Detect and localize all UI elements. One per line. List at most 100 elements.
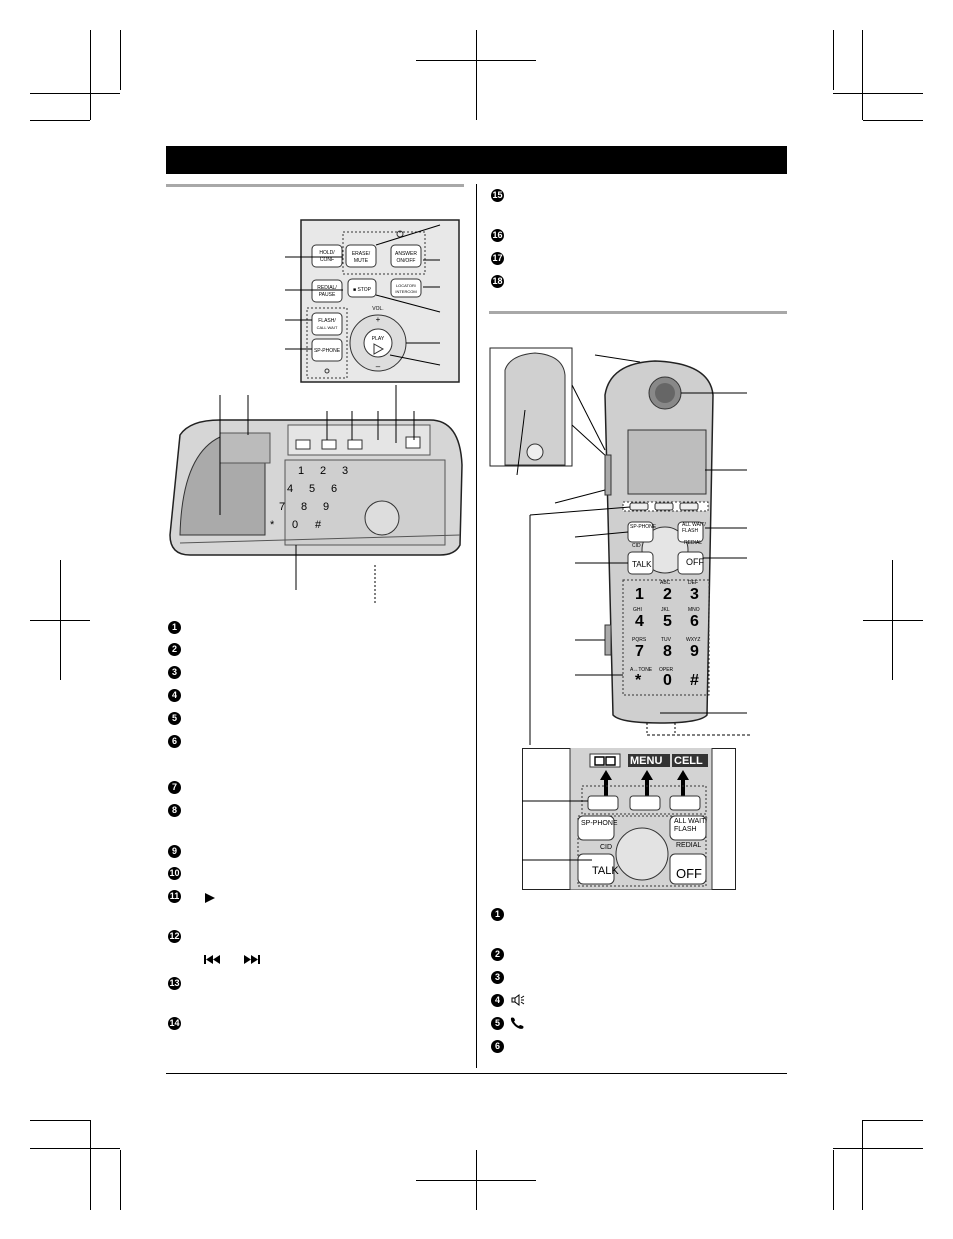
handset-key-letters: PQRS bbox=[632, 637, 647, 643]
sp-phone-label: SP-PHONE bbox=[314, 348, 341, 354]
column-divider bbox=[476, 184, 477, 1068]
crop-mark bbox=[862, 30, 863, 120]
list-item-number: 3 bbox=[168, 666, 181, 679]
closeup-cell-label: CELL bbox=[674, 755, 703, 767]
flash-label: FLASH/ bbox=[318, 318, 336, 324]
closeup-illustration bbox=[522, 748, 736, 890]
svg-text:PAUSE: PAUSE bbox=[319, 292, 336, 298]
talk-handset-icon bbox=[510, 1017, 524, 1029]
base-key: 4 bbox=[287, 483, 294, 495]
svg-text:INTERCOM: INTERCOM bbox=[395, 289, 416, 294]
handset-key: 9 bbox=[690, 643, 699, 660]
handset-cid-label: CID bbox=[632, 543, 641, 549]
crop-mark bbox=[833, 30, 834, 90]
handset-key: 4 bbox=[635, 613, 644, 630]
redial-pause-label: REDIAL/ bbox=[317, 285, 337, 291]
list-item-number: 9 bbox=[168, 845, 181, 858]
handset-key-letters: GHI bbox=[633, 607, 642, 613]
list-item-number: 8 bbox=[168, 804, 181, 817]
crop-mark bbox=[30, 1120, 90, 1121]
list-item-number: 13 bbox=[168, 977, 181, 990]
footer-rule bbox=[166, 1073, 787, 1074]
svg-text:VOL.: VOL. bbox=[372, 306, 383, 312]
handset-key-letters: DEF bbox=[688, 580, 698, 586]
handset-key: 0 bbox=[663, 672, 672, 689]
crop-mark bbox=[120, 30, 121, 90]
list-item-number: 5 bbox=[168, 712, 181, 725]
base-key: 9 bbox=[323, 501, 330, 513]
list-item-number: 6 bbox=[168, 735, 181, 748]
list-item-number: 6 bbox=[491, 1040, 504, 1053]
handset-key: 8 bbox=[663, 643, 672, 660]
crop-mark bbox=[833, 93, 923, 94]
handset-key: # bbox=[690, 672, 699, 689]
list-item-number: 3 bbox=[491, 971, 504, 984]
base-key: 2 bbox=[320, 465, 327, 477]
closeup-menu-label: MENU bbox=[630, 755, 663, 767]
hold-conf-label: HOLD/ bbox=[319, 250, 335, 256]
base-key: 7 bbox=[279, 501, 286, 513]
crop-mark bbox=[60, 560, 61, 680]
handset-illustration bbox=[489, 347, 750, 745]
crop-mark bbox=[863, 120, 923, 121]
handset-key: 3 bbox=[690, 586, 699, 603]
handset-key: 5 bbox=[663, 613, 672, 630]
handset-key-letters: MNO bbox=[688, 607, 700, 613]
base-key: 5 bbox=[309, 483, 316, 495]
list-item-number: 16 bbox=[491, 229, 504, 242]
crop-mark bbox=[833, 1148, 923, 1149]
crop-mark bbox=[30, 93, 120, 94]
svg-text:–: – bbox=[376, 362, 381, 371]
handset-all-wait-label: ALL WAIT/ FLASH bbox=[682, 522, 706, 534]
crop-mark bbox=[862, 1120, 863, 1210]
svg-text:+: + bbox=[376, 315, 381, 324]
skip-forward-icon bbox=[244, 955, 260, 964]
handset-sp-phone-label: SP-PHONE bbox=[630, 524, 657, 530]
svg-text:ON/OFF: ON/OFF bbox=[397, 258, 416, 264]
handset-off-label: OFF bbox=[686, 557, 704, 567]
base-section-rule bbox=[166, 184, 464, 187]
handset-key-letters: A↔TONE bbox=[630, 667, 653, 673]
list-item-number: 4 bbox=[491, 994, 504, 1007]
handset-talk-label: TALK bbox=[632, 560, 652, 569]
crop-mark bbox=[30, 1148, 120, 1149]
list-item-number: 15 bbox=[491, 189, 504, 202]
crop-mark bbox=[90, 1120, 91, 1210]
base-key: 8 bbox=[301, 501, 308, 513]
svg-text:CALL WAIT: CALL WAIT bbox=[317, 325, 338, 330]
base-key: # bbox=[315, 519, 322, 531]
speaker-icon bbox=[511, 994, 525, 1006]
svg-text:CONF: CONF bbox=[320, 257, 334, 263]
skip-back-icon bbox=[204, 955, 220, 964]
crop-mark bbox=[120, 1150, 121, 1210]
closeup-cid-label: CID bbox=[600, 844, 613, 851]
play-triangle-icon bbox=[205, 893, 215, 903]
svg-text:■ STOP: ■ STOP bbox=[353, 287, 372, 293]
closeup-sp-phone-label: SP-PHONE bbox=[581, 820, 618, 827]
list-item-number: 4 bbox=[168, 689, 181, 702]
handset-key: 2 bbox=[663, 586, 672, 603]
handset-key: 1 bbox=[635, 586, 644, 603]
list-item-number: 17 bbox=[491, 252, 504, 265]
book-icon bbox=[594, 756, 616, 766]
handset-key-letters: ABC bbox=[660, 580, 671, 586]
list-item-number: 14 bbox=[168, 1017, 181, 1030]
crop-mark bbox=[863, 1120, 923, 1121]
list-item-number: 11 bbox=[168, 890, 181, 903]
crop-mark bbox=[863, 620, 923, 621]
handset-key: 7 bbox=[635, 643, 644, 660]
base-key: 6 bbox=[331, 483, 338, 495]
crop-mark bbox=[892, 560, 893, 680]
list-item-number: 10 bbox=[168, 867, 181, 880]
handset-key-letters: WXYZ bbox=[686, 637, 701, 643]
list-item-number: 1 bbox=[168, 621, 181, 634]
list-item-number: 2 bbox=[491, 948, 504, 961]
closeup-redial-label: REDIAL bbox=[676, 842, 702, 849]
handset-key-letters: JKL bbox=[661, 607, 670, 613]
base-key: 3 bbox=[342, 465, 349, 477]
list-item-number: 5 bbox=[491, 1017, 504, 1030]
crop-mark bbox=[833, 1150, 834, 1210]
svg-text:MUTE: MUTE bbox=[354, 258, 369, 264]
list-item-number: 2 bbox=[168, 643, 181, 656]
svg-text:LOCATOR/: LOCATOR/ bbox=[396, 283, 417, 288]
